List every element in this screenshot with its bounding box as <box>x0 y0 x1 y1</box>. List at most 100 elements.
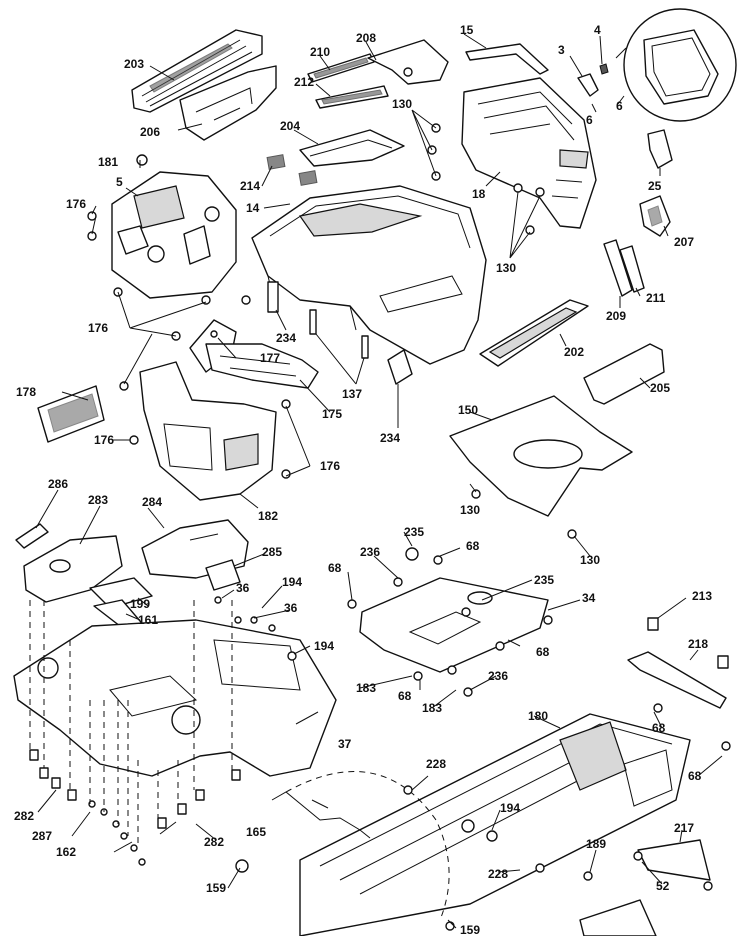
label-159-a: 159 <box>206 881 226 895</box>
fender-283 <box>23 535 123 603</box>
label-235-b: 235 <box>534 573 554 587</box>
label-205: 205 <box>650 381 670 395</box>
bracket-lower-right <box>579 899 657 936</box>
label-161: 161 <box>138 613 158 627</box>
label-194-b: 194 <box>314 639 334 653</box>
label-183-a: 183 <box>356 681 376 695</box>
knob-181 <box>136 154 148 166</box>
label-5: 5 <box>116 175 123 189</box>
label-235-a: 235 <box>404 525 424 539</box>
label-194-a: 194 <box>282 575 302 589</box>
hood-18 <box>461 77 597 229</box>
label-137: 137 <box>342 387 362 401</box>
label-52: 52 <box>656 879 670 893</box>
label-211: 211 <box>646 291 666 305</box>
label-15: 15 <box>460 23 474 37</box>
label-287: 287 <box>32 829 52 843</box>
label-176-b: 176 <box>88 321 108 335</box>
label-234-b: 234 <box>380 431 400 445</box>
label-285: 285 <box>262 545 282 559</box>
label-162: 162 <box>56 845 76 859</box>
label-68-e: 68 <box>652 721 666 735</box>
knob-286 <box>15 523 49 549</box>
label-199: 199 <box>130 597 150 611</box>
label-165: 165 <box>246 825 266 839</box>
label-234-a: 234 <box>276 331 296 345</box>
lower-dash-182 <box>129 361 291 501</box>
label-176-c: 176 <box>94 433 114 447</box>
label-6-b: 6 <box>616 99 623 113</box>
label-228-b: 228 <box>488 867 508 881</box>
label-130-d: 130 <box>580 553 600 567</box>
label-4: 4 <box>594 23 601 37</box>
cover-199 <box>89 577 153 609</box>
label-282-a: 282 <box>14 809 34 823</box>
label-6-a: 6 <box>586 113 593 127</box>
detail-inset-circle <box>615 8 737 122</box>
label-286: 286 <box>48 477 68 491</box>
rod-165 <box>271 771 450 921</box>
label-36-b: 36 <box>284 601 298 615</box>
bracket-175 <box>205 343 319 389</box>
cover-285 <box>205 559 241 591</box>
plate-34 <box>359 547 549 673</box>
clip-228 <box>403 785 545 873</box>
label-25: 25 <box>648 179 662 193</box>
label-236-a: 236 <box>360 545 380 559</box>
label-282-b: 282 <box>204 835 224 849</box>
grille-bracket-206 <box>179 65 277 141</box>
label-210: 210 <box>310 45 330 59</box>
trim-209 <box>603 239 633 297</box>
label-130-c: 130 <box>460 503 480 517</box>
label-236-b: 236 <box>488 669 508 683</box>
label-189: 189 <box>586 837 606 851</box>
label-68-a: 68 <box>466 539 480 553</box>
cover-205 <box>583 343 665 405</box>
label-68-f: 68 <box>688 769 702 783</box>
label-177: 177 <box>260 351 280 365</box>
bolts-36 <box>214 596 276 632</box>
label-213: 213 <box>692 589 712 603</box>
leader-lines <box>35 33 723 929</box>
bolt-213 <box>647 617 729 669</box>
label-283: 283 <box>88 493 108 507</box>
label-3: 3 <box>558 43 565 57</box>
label-176-a: 176 <box>66 197 86 211</box>
label-37: 37 <box>338 737 352 751</box>
screws-162 <box>88 800 146 866</box>
link-217 <box>637 839 711 881</box>
side-panel-212 <box>315 85 389 109</box>
label-180: 180 <box>528 709 548 723</box>
label-181: 181 <box>98 155 118 169</box>
label-218: 218 <box>688 637 708 651</box>
bracket-208 <box>367 39 449 85</box>
hood-lid-204 <box>299 129 405 167</box>
frame-180 <box>299 703 731 936</box>
label-202: 202 <box>564 345 584 359</box>
label-183-b: 183 <box>422 701 442 715</box>
label-204: 204 <box>280 119 300 133</box>
deck-37 <box>13 619 337 777</box>
label-18: 18 <box>472 187 486 201</box>
bolt-189 <box>583 871 593 881</box>
label-212: 212 <box>294 75 314 89</box>
bracket-3 <box>577 73 599 97</box>
side-panel-210 <box>307 53 375 83</box>
front-grille-203 <box>131 29 263 113</box>
label-150: 150 <box>458 403 478 417</box>
washer-52 <box>633 851 713 891</box>
trim-15 <box>465 43 549 75</box>
label-130-b: 130 <box>496 261 516 275</box>
plate-234-b <box>387 349 413 385</box>
label-68-d: 68 <box>398 689 412 703</box>
label-209: 209 <box>606 309 626 323</box>
label-34: 34 <box>582 591 596 605</box>
label-36-a: 36 <box>236 581 250 595</box>
dashed-leaders-deck <box>29 600 233 848</box>
seat-pan-150 <box>449 395 633 539</box>
label-217: 217 <box>674 821 694 835</box>
body-shell-14 <box>251 185 487 365</box>
nut-194 <box>461 819 498 842</box>
label-207: 207 <box>674 235 694 249</box>
